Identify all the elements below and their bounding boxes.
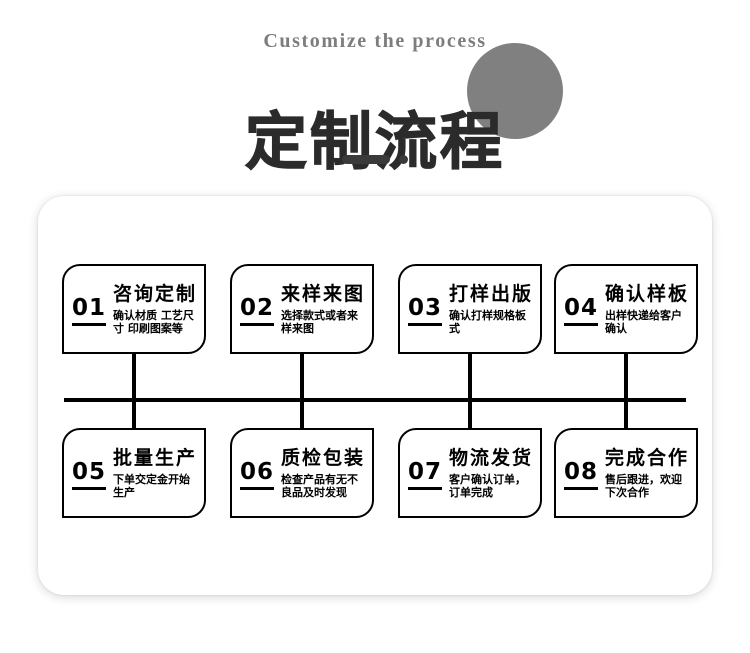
step-body: 打样出版 确认打样规格板式 [442,283,533,335]
step-description: 确认材质 工艺尺寸 印刷图案等 [113,309,194,335]
step-description: 检查产品有无不良品及时发现 [281,473,359,499]
process-row-bottom: 05 批量生产 下单交定金开始生产 06 质检包装 检查产品有无不良品及时发现 … [38,428,712,520]
step-description: 客户确认订单，订单完成 [449,473,527,499]
step-title: 确认样板 [605,283,689,305]
step-title: 打样出版 [449,283,533,305]
step-number: 06 [240,460,275,490]
step-number: 02 [240,296,275,326]
step-card-01[interactable]: 01 咨询定制 确认材质 工艺尺寸 印刷图案等 [62,264,206,354]
step-number: 04 [564,296,599,326]
step-title: 咨询定制 [113,283,197,305]
header-divider [0,152,750,166]
step-card-03[interactable]: 03 打样出版 确认打样规格板式 [398,264,542,354]
step-description: 下单交定金开始生产 [113,473,191,499]
step-number: 07 [408,460,443,490]
step-title: 批量生产 [113,447,197,469]
process-row-top: 01 咨询定制 确认材质 工艺尺寸 印刷图案等 02 来样来图 选择款式或者来样… [38,264,712,356]
step-description: 选择款式或者来样来图 [281,309,359,335]
title-wrapper: 定制流程 [0,52,750,177]
step-number: 05 [72,460,107,490]
step-body: 批量生产 下单交定金开始生产 [106,447,197,499]
process-flow: 01 咨询定制 确认材质 工艺尺寸 印刷图案等 02 来样来图 选择款式或者来样… [38,196,712,595]
process-card: 01 咨询定制 确认材质 工艺尺寸 印刷图案等 02 来样来图 选择款式或者来样… [38,196,712,595]
step-body: 确认样板 出样快递给客户确认 [598,283,689,335]
step-body: 质检包装 检查产品有无不良品及时发现 [274,447,365,499]
divider-bar-icon [342,154,390,164]
step-body: 物流发货 客户确认订单，订单完成 [442,447,533,499]
step-title: 完成合作 [605,447,689,469]
step-title: 质检包装 [281,447,365,469]
step-number: 01 [72,296,107,326]
step-description: 售后跟进，欢迎下次合作 [605,473,683,499]
step-card-04[interactable]: 04 确认样板 出样快递给客户确认 [554,264,698,354]
page-header: Customize the process 定制流程 [0,0,750,185]
step-card-02[interactable]: 02 来样来图 选择款式或者来样来图 [230,264,374,354]
step-number: 03 [408,296,443,326]
step-body: 来样来图 选择款式或者来样来图 [274,283,365,335]
step-card-08[interactable]: 08 完成合作 售后跟进，欢迎下次合作 [554,428,698,518]
step-number: 08 [564,460,599,490]
step-title: 物流发货 [449,447,533,469]
step-body: 咨询定制 确认材质 工艺尺寸 印刷图案等 [106,283,197,335]
step-body: 完成合作 售后跟进，欢迎下次合作 [598,447,689,499]
step-description: 确认打样规格板式 [449,309,527,335]
step-card-06[interactable]: 06 质检包装 检查产品有无不良品及时发现 [230,428,374,518]
divider-dot-icon [399,154,408,164]
header-eyebrow: Customize the process [263,30,487,52]
step-card-05[interactable]: 05 批量生产 下单交定金开始生产 [62,428,206,518]
step-title: 来样来图 [281,283,365,305]
step-card-07[interactable]: 07 物流发货 客户确认订单，订单完成 [398,428,542,518]
step-description: 出样快递给客户确认 [605,309,683,335]
title-circle-decoration [467,43,563,139]
timeline-spine [64,398,686,402]
page-title: 定制流程 [244,105,505,178]
